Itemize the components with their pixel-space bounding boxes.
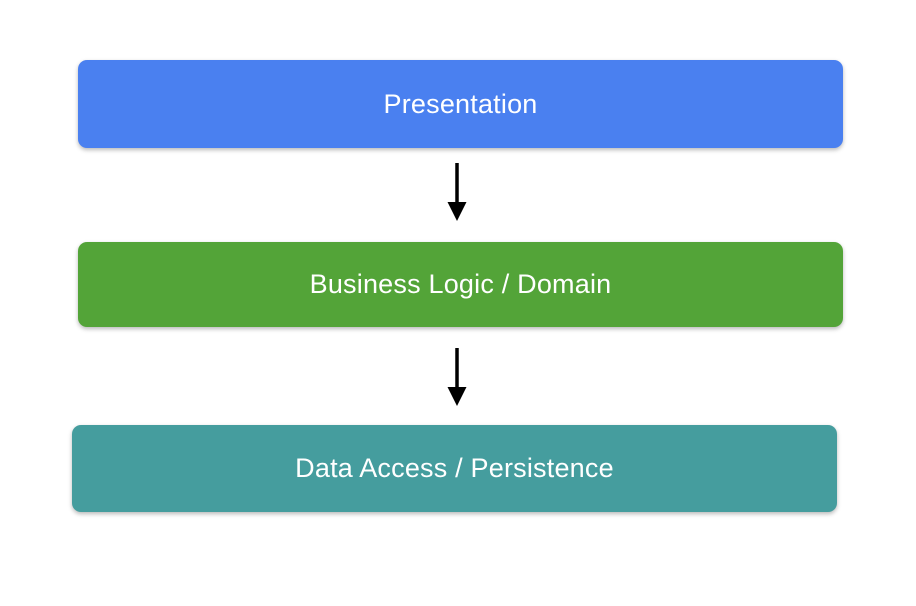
arrow-down-icon (447, 163, 467, 221)
layer-label-data-access: Data Access / Persistence (295, 453, 614, 483)
layer-box-business-logic: Business Logic / Domain (78, 242, 843, 327)
layer-box-data-access: Data Access / Persistence (72, 425, 837, 512)
arrow-down-icon (447, 348, 467, 406)
layer-label-business-logic: Business Logic / Domain (309, 269, 612, 299)
layer-box-presentation: Presentation (78, 60, 843, 148)
layer-label-presentation: Presentation (383, 88, 538, 119)
